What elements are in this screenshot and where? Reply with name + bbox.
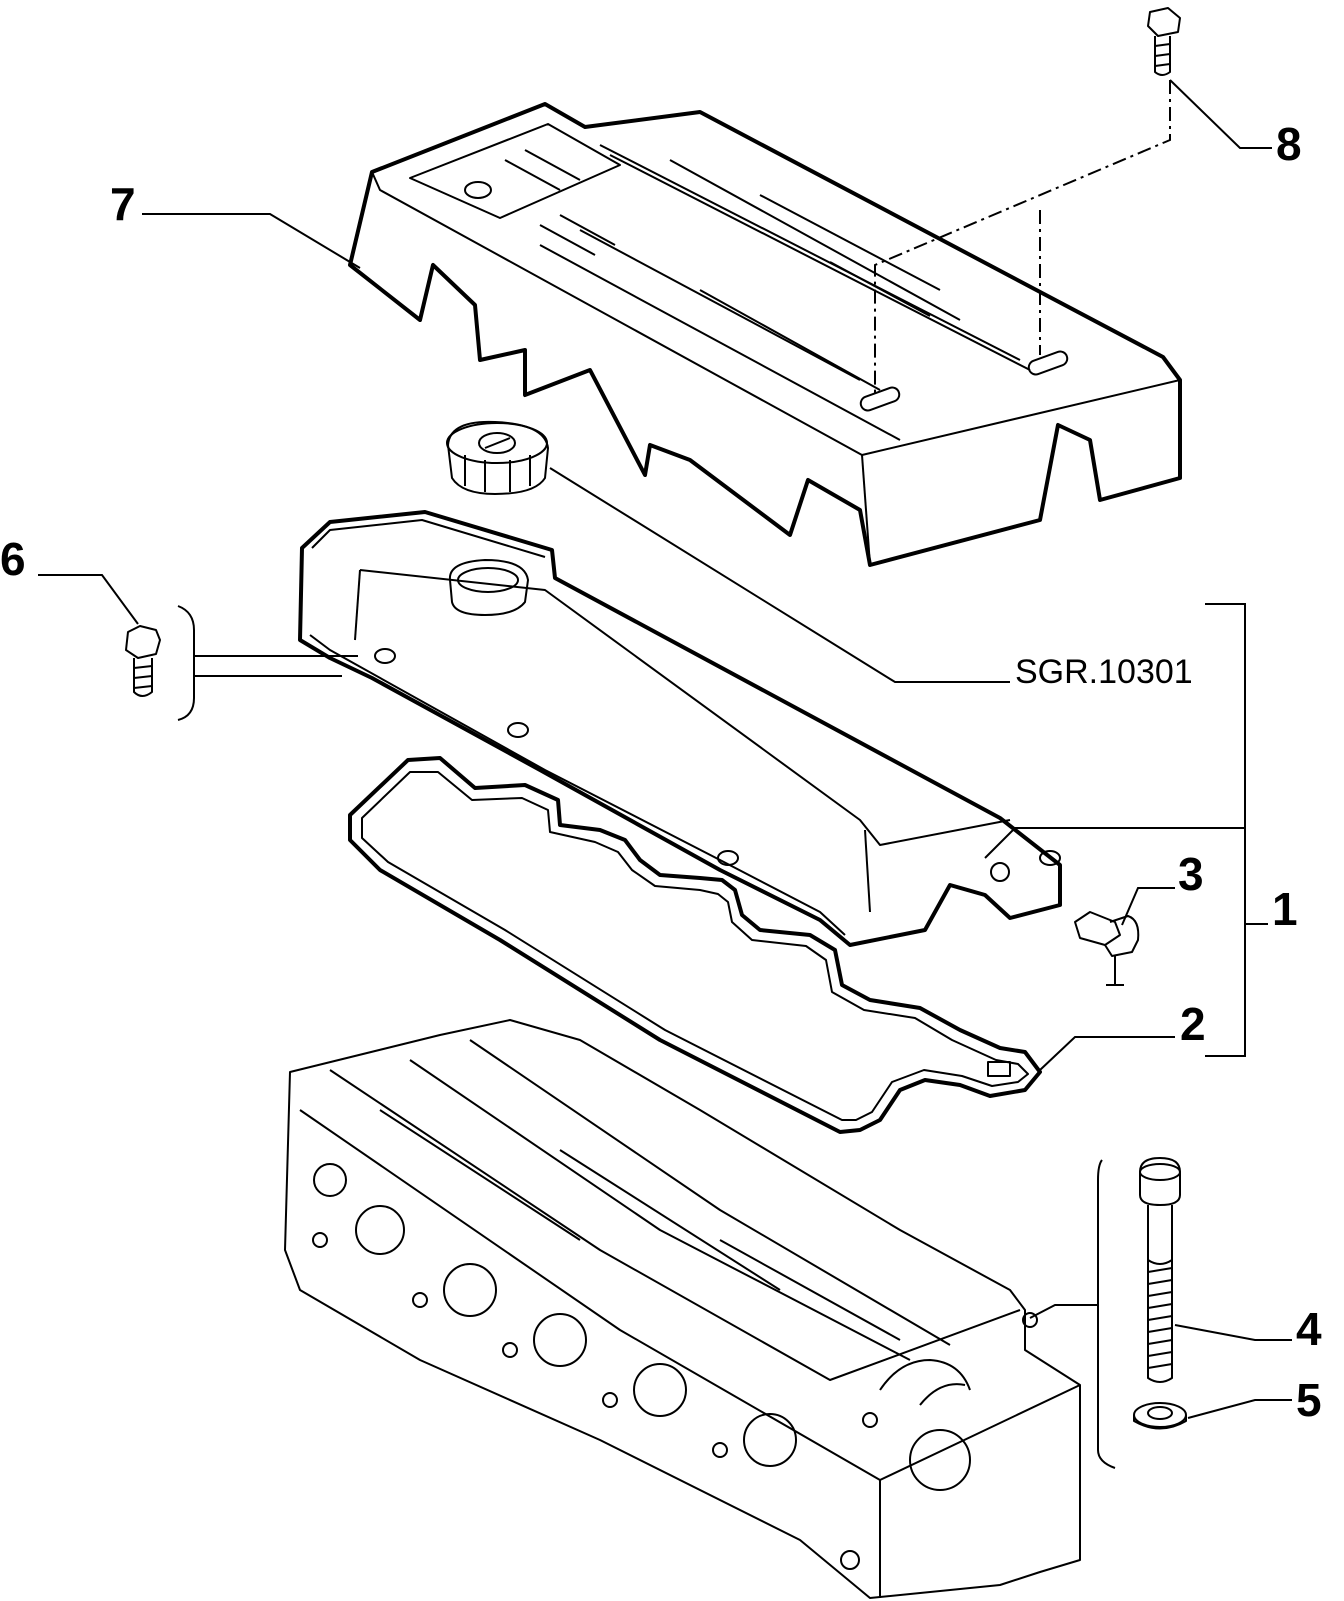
callout-3: 3 [1178,848,1204,900]
callout-2: 2 [1180,998,1206,1050]
callout-4: 4 [1296,1303,1322,1355]
cover-bolt-part-8 [874,7,1181,395]
callout-5: 5 [1296,1374,1322,1426]
engine-cover-part-7 [348,102,1182,567]
cover-gasket-part-2 [348,756,1042,1134]
callout-1: 1 [1272,883,1298,935]
washer-part-5 [1133,1402,1187,1430]
oil-filler-cap [446,420,549,495]
callout-8: 8 [1276,118,1302,170]
cover-bolt-part-6 [125,625,161,697]
brackets [177,603,1246,1469]
leader-lines [38,79,1292,1419]
head-bolt-part-4 [1139,1157,1181,1383]
part-reference-code: SGR.10301 [1015,653,1193,691]
valve-cover-part-1 [298,510,1062,947]
callout-labels: 1 2 3 4 5 6 7 8 SGR.10301 [0,118,1322,1426]
callout-7: 7 [110,178,136,230]
cylinder-head [284,1019,1081,1599]
callout-6: 6 [0,533,26,585]
connector-part-3 [1074,911,1140,986]
